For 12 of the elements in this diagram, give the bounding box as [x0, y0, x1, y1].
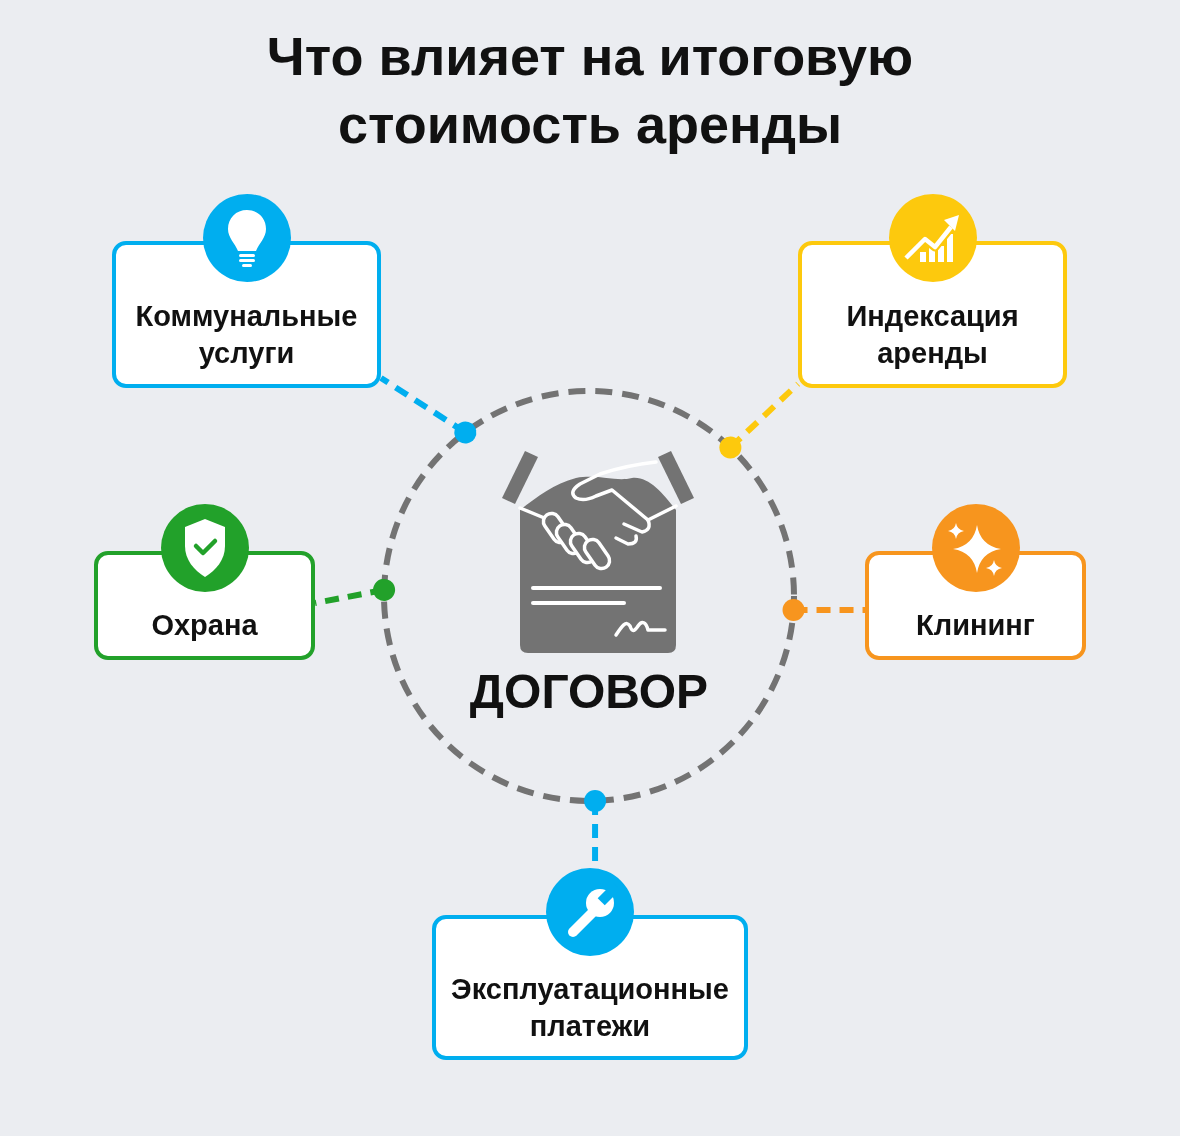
- card-label: Коммунальные услуги: [134, 298, 359, 371]
- card-label: Охрана: [151, 608, 258, 643]
- card-label: Клининг: [916, 608, 1035, 643]
- card-label: Индексация аренды: [845, 298, 1020, 371]
- dashed-connector: [719, 381, 801, 459]
- dashed-circle: [381, 388, 797, 804]
- dashed-connector: [314, 578, 396, 606]
- center-label: ДОГОВОР: [469, 664, 709, 720]
- dashed-connector: [782, 598, 865, 621]
- dashed-connector: [379, 375, 477, 444]
- card-label: Эксплуатационные платежи: [450, 971, 730, 1044]
- title: Что влияет на итоговую стоимость аренды: [265, 25, 915, 156]
